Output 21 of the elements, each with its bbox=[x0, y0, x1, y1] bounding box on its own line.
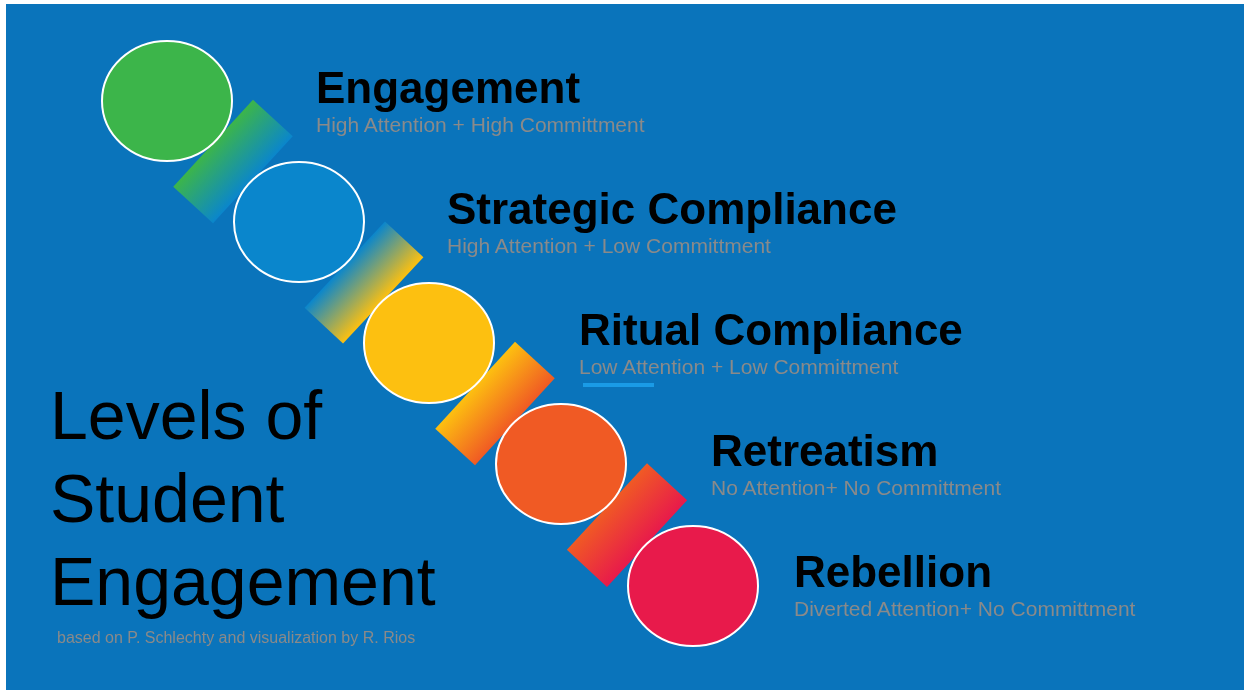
level-heading: Ritual Compliance bbox=[579, 308, 963, 352]
level-description: No Attention+ No Committment bbox=[711, 477, 1002, 498]
circle bbox=[363, 282, 495, 404]
circle bbox=[495, 403, 627, 525]
level-description: High Attention + High Committment bbox=[316, 114, 645, 135]
gradient-band bbox=[173, 99, 293, 224]
level-description: Diverted Attention+ No Committment bbox=[794, 598, 1136, 619]
circle bbox=[101, 40, 233, 162]
level-heading: Engagement bbox=[316, 66, 581, 110]
gradient-band bbox=[435, 341, 555, 466]
level-heading: Rebellion bbox=[794, 550, 993, 594]
circle bbox=[627, 525, 759, 647]
title: Levels of Student Engagement bbox=[50, 376, 437, 621]
gradient-band bbox=[566, 463, 688, 587]
circle bbox=[233, 161, 365, 283]
level-description: High Attention + Low Committment bbox=[447, 235, 771, 256]
level-heading: Retreatism bbox=[711, 429, 939, 473]
level-description: Low Attention + Low Committment bbox=[579, 356, 899, 377]
level-heading: Strategic Compliance bbox=[447, 187, 897, 231]
caption: based on P. Schlechty and visualization by R. Rios bbox=[57, 629, 416, 647]
gradient-band bbox=[304, 221, 424, 344]
